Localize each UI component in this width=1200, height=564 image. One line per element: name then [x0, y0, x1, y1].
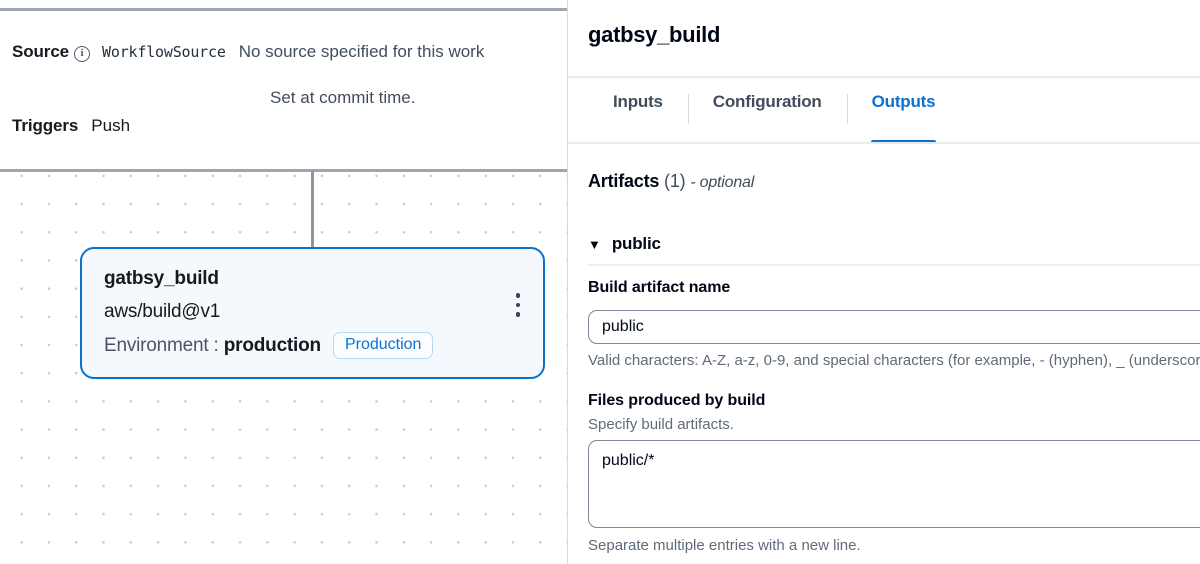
workflow-canvas[interactable]: gatbsy_build aws/build@v1 Environment : … [0, 169, 567, 564]
more-vertical-icon[interactable] [515, 293, 521, 317]
build-artifact-name-input[interactable] [588, 310, 1200, 344]
artifacts-optional: - optional [690, 174, 755, 191]
node-environment-separator: : [213, 334, 219, 356]
build-artifact-name-hint: Valid characters: A-Z, a-z, 0-9, and spe… [588, 352, 1200, 369]
files-produced-by-build-label: Files produced by build [588, 392, 766, 409]
page-title: gatbsy_build [588, 22, 721, 47]
node-environment-value: production [223, 334, 321, 356]
node-environment-badge[interactable]: Production [332, 332, 434, 359]
node-action: aws/build@v1 [104, 301, 221, 322]
info-icon[interactable]: i [74, 46, 91, 62]
panel-tabs-divider [568, 142, 1200, 144]
node-title: gatbsy_build [104, 268, 219, 289]
artifacts-section-heading: Artifacts (1) - optional [588, 171, 754, 192]
workflow-connector-line [311, 171, 314, 249]
summary-row-source: Source i WorkflowSource No source specif… [12, 42, 484, 63]
top-divider [0, 8, 567, 11]
workflow-left-pane: Source i WorkflowSource No source specif… [0, 0, 567, 564]
accordion-divider [588, 264, 1200, 266]
canvas-top-divider [0, 169, 567, 172]
files-produced-by-build-hint: Separate multiple entries with a new lin… [588, 537, 861, 554]
panel-tabs: Inputs Configuration Outputs [588, 92, 961, 144]
source-label: Source [12, 42, 70, 61]
summary-row-triggers: Triggers Push [12, 116, 130, 136]
triggers-label: Triggers [12, 116, 79, 135]
panel-title-divider [568, 76, 1200, 78]
tab-configuration[interactable]: Configuration [687, 92, 847, 142]
source-description-line2: Set at commit time. [270, 88, 416, 107]
artifacts-title: Artifacts [588, 171, 660, 191]
source-name: WorkflowSource [102, 43, 226, 61]
accordion-label: public [611, 234, 661, 253]
files-produced-by-build-textarea[interactable] [588, 440, 1200, 528]
workflow-summary: Source i WorkflowSource No source specif… [0, 11, 567, 169]
node-environment-row: Environment : production Production [104, 332, 434, 359]
node-environment-label: Environment [104, 334, 209, 356]
chevron-down-icon: ▼ [588, 236, 601, 252]
details-panel: gatbsy_build Inputs Configuration Output… [567, 0, 1200, 564]
workflow-node-gatbsy-build[interactable]: gatbsy_build aws/build@v1 Environment : … [80, 247, 545, 379]
files-produced-by-build-description: Specify build artifacts. [588, 416, 734, 433]
accordion-public[interactable]: ▼ public [588, 234, 661, 254]
source-description: No source specified for this work [238, 42, 485, 61]
triggers-value: Push [91, 116, 131, 135]
tab-outputs[interactable]: Outputs [846, 92, 961, 144]
build-artifact-name-label: Build artifact name [588, 279, 731, 296]
artifacts-count: (1) [664, 171, 686, 191]
tab-inputs[interactable]: Inputs [613, 92, 663, 111]
